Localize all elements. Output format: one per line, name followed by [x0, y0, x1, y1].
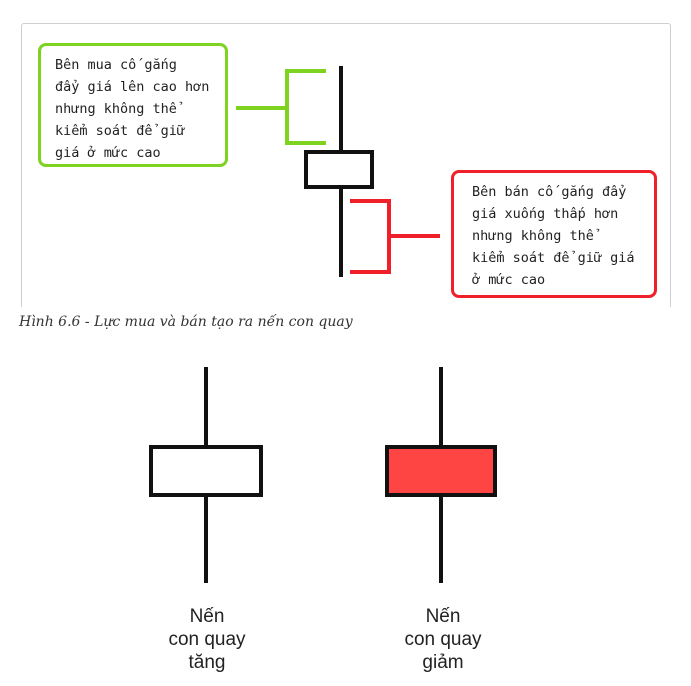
seller-note: Bên bán cố gắng đẩy giá xuống thấp hơn n…: [451, 170, 657, 298]
figure-frame: [21, 23, 671, 307]
bearish-candle-label: Nến con quay giảm: [404, 606, 482, 673]
bearish-candle-body: [385, 445, 497, 497]
bullish-candle-body: [149, 445, 263, 497]
buyer-note: Bên mua cố gắng đẩy giá lên cao hơn nhưn…: [38, 43, 228, 167]
bullish-candle-label: Nến con quay tăng: [168, 606, 246, 673]
demo-candle-body: [304, 150, 374, 189]
seller-bracket: [350, 199, 440, 274]
buyer-bracket: [236, 69, 326, 145]
figure-caption: Hình 6.6 - Lực mua và bán tạo ra nến con…: [19, 314, 353, 330]
